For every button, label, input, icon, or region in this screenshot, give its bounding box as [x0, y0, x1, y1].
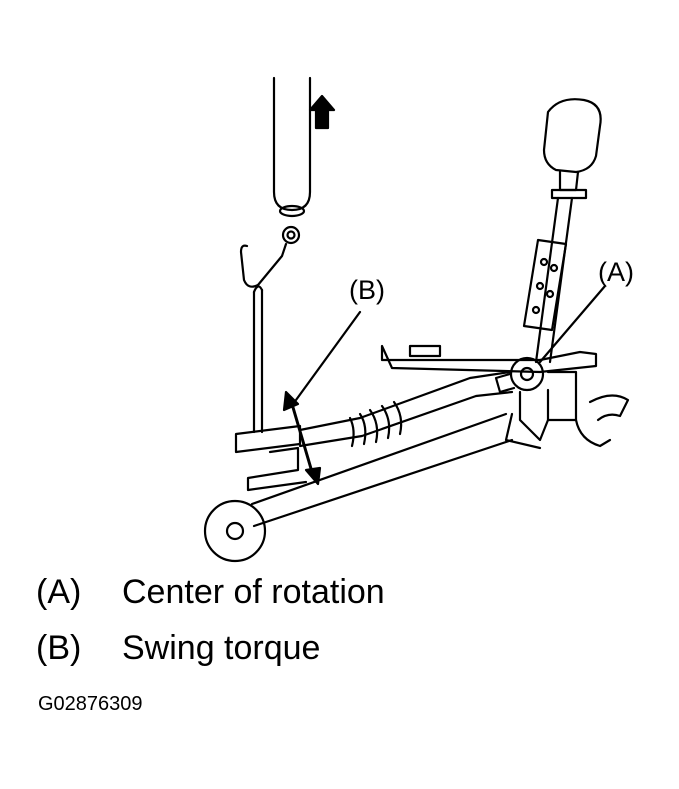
callout-leader-b: [294, 310, 362, 402]
legend-key-a: (A): [36, 573, 82, 611]
pivot-base: [380, 344, 630, 450]
legend-text-a: Center of rotation: [122, 573, 385, 611]
callout-label-b: (B): [349, 275, 385, 305]
swing-torque-arrow-icon: [282, 390, 322, 486]
bracket: [234, 424, 308, 492]
spring-scale: [239, 76, 312, 288]
lever-rod: [203, 412, 514, 563]
shift-cable: [298, 370, 514, 448]
legend-row-b: (B) Swing torque: [36, 628, 320, 668]
callout-label-a: (A): [598, 257, 634, 287]
hook-wire: [252, 285, 264, 434]
figure-id: G02876309: [38, 693, 143, 715]
pull-direction-arrow-icon: [308, 94, 336, 130]
shift-lever: [522, 98, 602, 364]
legend-text-b: Swing torque: [122, 629, 321, 667]
legend-row-a: (A) Center of rotation: [36, 572, 385, 612]
legend-key-b: (B): [36, 629, 82, 667]
callout-leader-a: [538, 284, 607, 364]
